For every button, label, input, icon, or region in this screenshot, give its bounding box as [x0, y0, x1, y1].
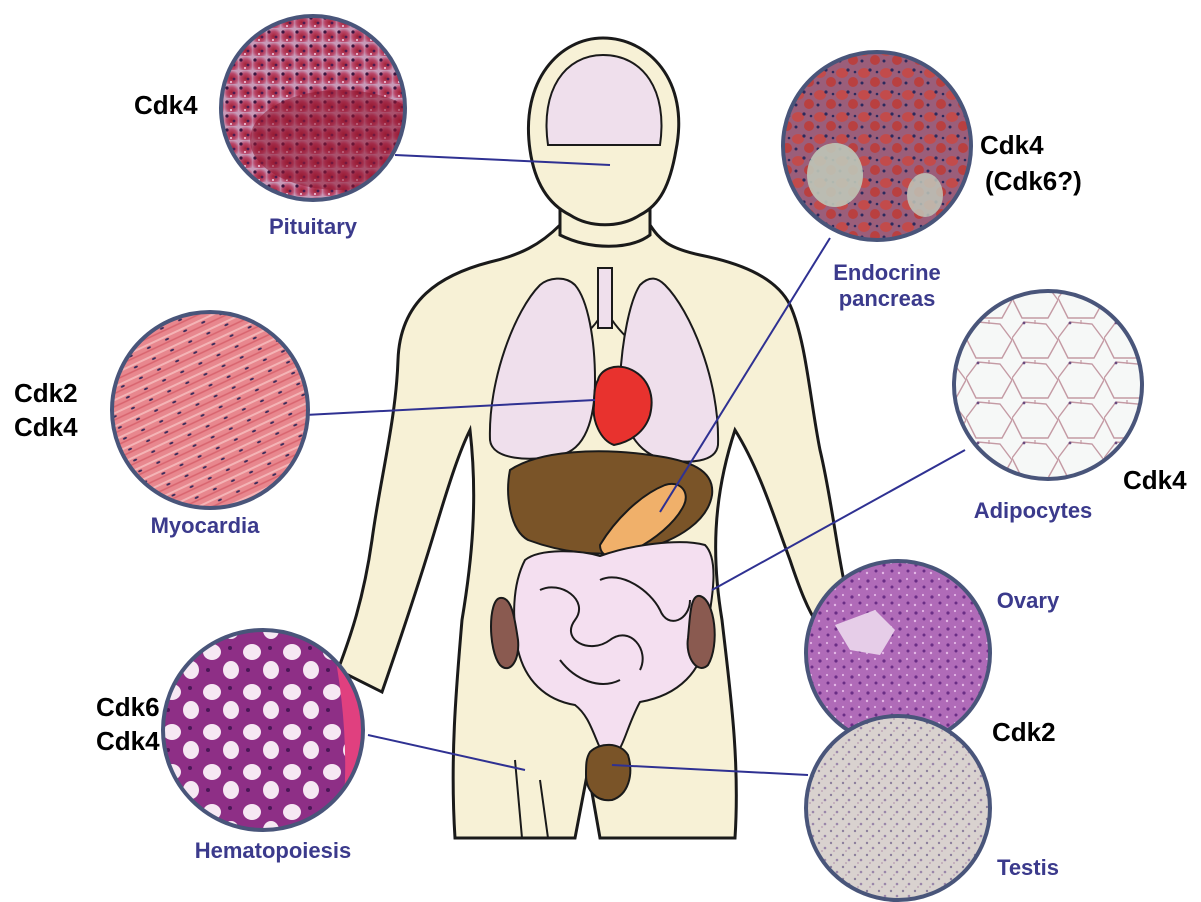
adipocytes-cdk-label: Cdk4	[1123, 465, 1187, 495]
myocardia-cdk-label-2: Cdk4	[14, 412, 78, 442]
ovary-tissue-label: Ovary	[997, 588, 1060, 613]
right-kidney-shape	[688, 596, 715, 668]
pancreas-tissue-label-1: Endocrine	[833, 260, 941, 285]
pancreas-cdk-label-2: (Cdk6?)	[985, 166, 1082, 196]
hematopoiesis-cdk-label-1: Cdk6	[96, 692, 160, 722]
pancreas-tissue-label-2: pancreas	[839, 286, 936, 311]
pituitary-cdk-label: Cdk4	[134, 90, 198, 120]
myocardia-tissue-label: Myocardia	[151, 513, 261, 538]
myocardia-histology-circle	[112, 312, 308, 508]
adipocytes-histology-circle	[954, 291, 1142, 479]
pituitary-tissue-label: Pituitary	[269, 214, 358, 239]
testis-histology-circle	[806, 716, 990, 900]
pancreas-cdk-label-1: Cdk4	[980, 130, 1044, 160]
testis-organ-shape	[586, 745, 630, 800]
testis-tissue-label: Testis	[997, 855, 1059, 880]
hematopoiesis-tissue-label: Hematopoiesis	[195, 838, 352, 863]
pancreas-histology-circle	[783, 52, 971, 240]
pituitary-histology-circle	[221, 16, 430, 200]
testis-cdk-label: Cdk2	[992, 717, 1056, 747]
hematopoiesis-cdk-label-2: Cdk4	[96, 726, 160, 756]
myocardia-cdk-label-1: Cdk2	[14, 378, 78, 408]
adipocytes-tissue-label: Adipocytes	[974, 498, 1093, 523]
